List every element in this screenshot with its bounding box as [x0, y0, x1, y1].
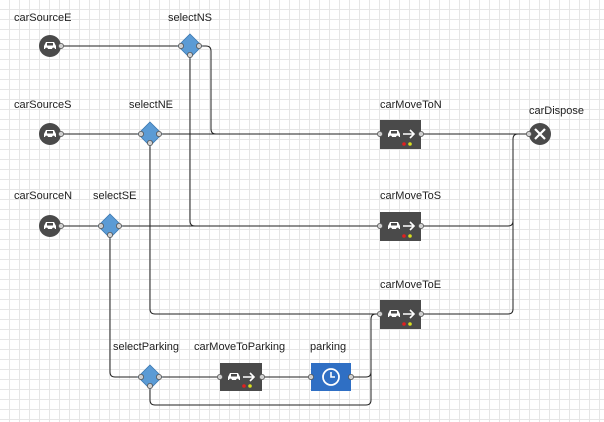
port-in[interactable]: [526, 130, 532, 138]
link-selectNE-moveE: [149, 143, 380, 315]
parking-label: parking: [310, 341, 346, 353]
move-block-body: [380, 212, 421, 241]
car-source-s-label: carSourceS: [14, 99, 71, 111]
port-in[interactable]: [137, 130, 145, 138]
move-block-body: [220, 363, 262, 391]
port-in[interactable]: [98, 222, 104, 230]
select-se[interactable]: selectSE: [93, 190, 136, 239]
select-ns-label: selectNS: [168, 12, 212, 24]
car-move-to-s[interactable]: carMoveToS: [376, 190, 441, 241]
link-parking-moveE: [351, 313, 380, 378]
port-in[interactable]: [376, 310, 384, 318]
link-moveE-dispose: [421, 139, 514, 315]
status-yellow-dot: [408, 142, 412, 146]
car-source-e[interactable]: carSourceE: [14, 12, 71, 57]
car-source-e-label: carSourceE: [14, 12, 71, 24]
car-dispose[interactable]: carDispose: [526, 105, 584, 145]
car-move-to-parking[interactable]: carMoveToParking: [194, 341, 285, 391]
move-block-body: [380, 300, 421, 329]
car-move-to-e-label: carMoveToE: [380, 279, 441, 291]
car-move-icon: [388, 129, 416, 139]
port-in[interactable]: [137, 373, 145, 381]
port-out[interactable]: [417, 130, 425, 138]
link-selectNS-moveS: [189, 55, 380, 227]
diamond-icon: [137, 121, 163, 147]
port-in[interactable]: [216, 373, 224, 381]
status-yellow-dot: [248, 384, 252, 388]
car-move-to-n-label: carMoveToN: [380, 99, 442, 111]
select-ne[interactable]: selectNE: [129, 99, 173, 147]
select-ne-label: selectNE: [129, 99, 173, 111]
link-selectNS-moveN: [199, 45, 380, 135]
select-se-label: selectSE: [93, 190, 136, 202]
port-out[interactable]: [58, 130, 64, 138]
select-parking[interactable]: selectParking: [113, 341, 179, 390]
car-move-to-e[interactable]: carMoveToE: [376, 279, 441, 329]
connectors: [61, 45, 529, 406]
port-in[interactable]: [307, 373, 315, 381]
clock-icon: [322, 368, 340, 386]
car-move-icon: [388, 221, 416, 231]
port-out-t[interactable]: [155, 130, 163, 138]
status-yellow-dot: [408, 322, 412, 326]
port-in[interactable]: [177, 43, 185, 49]
port-out-t[interactable]: [195, 43, 203, 49]
port-out[interactable]: [58, 222, 64, 230]
port-out-f[interactable]: [186, 52, 194, 58]
port-out-t[interactable]: [116, 222, 122, 230]
car-dispose-label: carDispose: [529, 105, 584, 117]
car-move-icon: [228, 372, 256, 382]
status-red-dot: [242, 384, 246, 388]
status-yellow-dot: [408, 234, 412, 238]
status-red-dot: [402, 142, 406, 146]
port-out[interactable]: [417, 222, 425, 230]
port-in[interactable]: [376, 222, 384, 230]
diamond-icon: [97, 213, 123, 239]
select-parking-label: selectParking: [113, 341, 179, 353]
link-selectParking-moveE: [149, 319, 372, 406]
port-out-f[interactable]: [146, 382, 154, 390]
car-move-icon: [388, 309, 416, 319]
x-icon: [534, 128, 546, 140]
link-selectSE-selectParking: [109, 235, 141, 378]
car-move-to-n[interactable]: carMoveToN: [376, 99, 442, 149]
diamond-icon: [137, 364, 163, 390]
parking[interactable]: parking: [307, 341, 355, 391]
port-out[interactable]: [258, 373, 266, 381]
port-out-f[interactable]: [107, 231, 113, 239]
car-move-to-s-label: carMoveToS: [380, 190, 441, 202]
port-in[interactable]: [376, 130, 384, 138]
car-source-n-label: carSourceN: [14, 190, 72, 202]
port-out-t[interactable]: [155, 373, 163, 381]
select-ns[interactable]: selectNS: [168, 12, 212, 59]
diamond-icon: [177, 33, 203, 59]
car-source-s[interactable]: carSourceS: [14, 99, 71, 145]
status-red-dot: [402, 322, 406, 326]
car-source-n[interactable]: carSourceN: [14, 190, 72, 237]
port-out[interactable]: [417, 310, 425, 318]
status-red-dot: [402, 234, 406, 238]
port-out-f[interactable]: [146, 139, 154, 147]
move-block-body: [380, 120, 421, 149]
car-move-to-parking-label: carMoveToParking: [194, 341, 285, 353]
port-out[interactable]: [347, 373, 355, 381]
port-out[interactable]: [58, 43, 64, 49]
